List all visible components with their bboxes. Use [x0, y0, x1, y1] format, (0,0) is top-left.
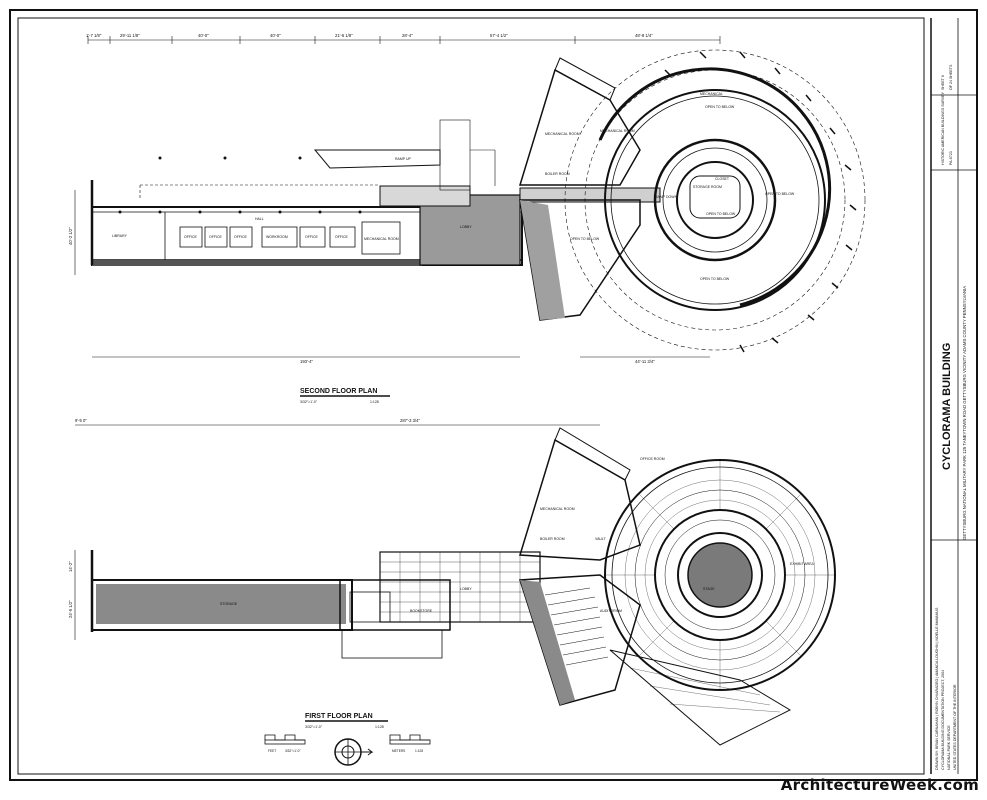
room-open-below-2: OPEN TO BELOW — [765, 192, 795, 196]
title-project: CYCLORAMA BUILDING DOCUMENTATION PROJECT… — [941, 670, 945, 770]
dim-top-3: 40'-0" — [270, 33, 281, 38]
dim-left-first-1: 14'-2" — [68, 561, 73, 572]
room-hall: HALL — [255, 217, 264, 221]
second-floor-ratio: 1:128 — [370, 400, 379, 404]
dim-left-first-2: 24'-5 1/2" — [68, 600, 73, 618]
second-floor-scale: 3/32"=1'-0" — [300, 400, 318, 404]
scale-label-imperial: 3/32"=1'-0" — [285, 749, 301, 753]
room-open-below-3: OPEN TO BELOW — [570, 237, 600, 241]
room-ramp-up: RAMP UP — [395, 157, 412, 161]
dim-top-first: 287'-3 3/4" — [400, 418, 420, 423]
room-exhibit: EXHIBIT AREA — [790, 562, 815, 566]
room-workroom: WORKROOM — [266, 235, 288, 239]
room-stage: STAGE — [703, 587, 715, 591]
second-floor-title: SECOND FLOOR PLAN — [300, 388, 377, 395]
room-bookstore: BOOKSTORE — [410, 609, 433, 613]
title-sheet-of: OF 24 SHEETS — [949, 64, 953, 90]
room-mech: MECHANICAL ROOM — [364, 237, 399, 241]
watermark-text: ArchitectureWeek.com — [780, 776, 979, 794]
dim-left: 40'-2 1/2" — [68, 227, 73, 245]
sheet-border-outer — [9, 9, 978, 781]
room-storage: STORAGE ROOM — [693, 185, 722, 189]
scale-bar-feet — [264, 734, 306, 745]
room-office-room: OFFICE ROOM — [640, 457, 665, 461]
room-boiler-first: BOILER ROOM — [540, 537, 565, 541]
second-floor-plan: 1'-7 1/8" 29'-11 1/8" 40'-0" 40'-0" 21'-… — [68, 33, 866, 404]
title-building: CYCLORAMA BUILDING — [941, 343, 953, 470]
room-open-below-1: OPEN TO BELOW — [705, 105, 735, 109]
scale-label-meters: METERS — [392, 749, 405, 753]
sheet-border-inner — [17, 17, 925, 775]
first-floor-scale: 3/32"=1'-0" — [305, 725, 323, 729]
title-block: CYCLORAMA BUILDING GETTYSBURG NATIONAL M… — [930, 18, 977, 774]
room-lobby-first: LOBBY — [460, 587, 472, 591]
title-agency-1: NATIONAL PARK SERVICE — [947, 725, 951, 770]
room-open-below-5: OPEN TO BELOW — [706, 212, 736, 216]
dim-top-4: 21'-6 1/8" — [335, 33, 353, 38]
room-office-5: OFFICE — [335, 235, 348, 239]
title-drawn-by: DRAWN BY: BRIAN CARNAHAN | ROBYN CHIARAD… — [935, 607, 939, 770]
room-closet: CLOSET — [715, 177, 730, 181]
scale-label-feet: FEET — [268, 749, 276, 753]
room-office-1: OFFICE — [184, 235, 197, 239]
dim-top-2: 40'-0" — [198, 33, 209, 38]
room-auditorium: AUDITORIUM — [600, 609, 622, 613]
room-vault: VAULT — [595, 537, 607, 541]
room-office-2: OFFICE — [209, 235, 222, 239]
scale-label-ratio: 1:128 — [415, 749, 423, 753]
room-office-4: OFFICE — [305, 235, 318, 239]
title-address: GETTYSBURG NATIONAL MILITARY PARK 125 TA… — [962, 286, 967, 540]
room-mechanical: MECHANICAL — [700, 92, 723, 96]
room-library: LIBRARY — [112, 234, 128, 238]
dim-top-6: 57'-4 1/2" — [490, 33, 508, 38]
room-mech-room-2: MECHANICAL ROOM — [600, 129, 635, 133]
dim-top-1: 29'-11 1/8" — [120, 33, 140, 38]
dim-top-5: 28'-4" — [402, 33, 413, 38]
room-boiler: BOILER ROOM — [545, 172, 570, 176]
room-mech-first: MECHANICAL ROOM — [540, 507, 575, 511]
scale-bar-meters — [389, 734, 431, 745]
first-floor-ratio: 1:128 — [375, 725, 384, 729]
room-office-3: OFFICE — [234, 235, 247, 239]
first-floor-title: FIRST FLOOR PLAN — [305, 713, 373, 720]
title-survey-number: PA-6723 — [949, 151, 953, 165]
room-lobby: LOBBY — [460, 225, 472, 229]
title-sheet: SHEET 6 — [941, 75, 945, 90]
dim-top-7: 48'-8 1/4" — [635, 33, 653, 38]
north-arrow-icon — [334, 738, 374, 766]
dim-bottom-left: 193'-4" — [300, 359, 314, 364]
room-open-below-4: OPEN TO BELOW — [700, 277, 730, 281]
dim-top-left-first: 9'-5 0" — [75, 418, 87, 423]
dim-bottom-right: 44'-11 3/4" — [635, 359, 655, 364]
room-storage-first: STORAGE — [220, 602, 238, 606]
title-agency-2: UNITED STATES DEPARTMENT OF THE INTERIOR — [953, 684, 957, 770]
dim-top-0: 1'-7 1/8" — [86, 33, 102, 38]
room-mech-room: MECHANICAL ROOM — [545, 132, 580, 136]
first-floor-plan: 9'-5 0" 287'-3 3/4" 14'-2" 24'-5 1/2" — [68, 418, 836, 766]
room-ramp-down: RAMP DOWN — [655, 195, 678, 199]
title-survey: HISTORIC AMERICAN BUILDINGS SURVEY — [941, 91, 945, 165]
